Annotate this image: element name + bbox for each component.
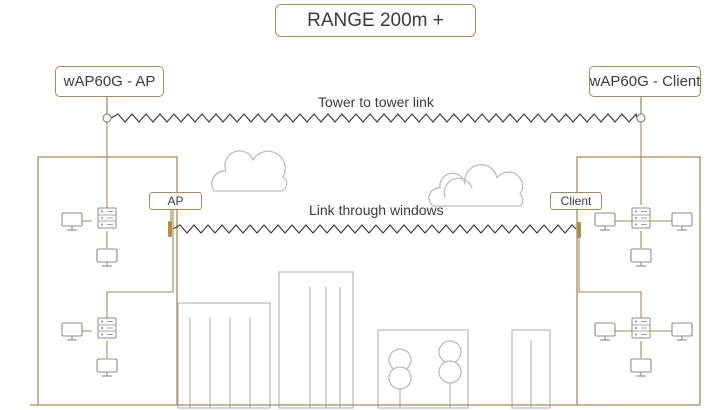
ap-unit-label: AP xyxy=(149,192,202,210)
building-left xyxy=(177,302,271,409)
client-device-label: wAP60G - Client xyxy=(589,66,701,97)
cloud-icon xyxy=(211,150,288,192)
monitor-icon xyxy=(594,212,616,231)
antenna-icon xyxy=(636,113,646,123)
monitor-icon xyxy=(630,358,652,377)
building-tall xyxy=(278,271,354,409)
cloud-icon xyxy=(428,164,524,207)
monitor-icon xyxy=(96,248,118,267)
window-link-label: Link through windows xyxy=(309,202,444,218)
monitor-icon xyxy=(671,212,693,231)
range-title: RANGE 200m + xyxy=(275,4,476,37)
tower-link xyxy=(102,97,646,123)
antenna-icon xyxy=(102,113,112,123)
monitor-icon xyxy=(61,322,83,341)
tower-link-label: Tower to tower link xyxy=(318,94,434,110)
monitor-icon xyxy=(61,212,83,231)
tree-icon xyxy=(388,340,462,408)
server-icon xyxy=(631,317,651,339)
client-unit-label: Client xyxy=(550,192,602,210)
building-client-side xyxy=(576,156,701,405)
monitor-icon xyxy=(594,322,616,341)
server-icon xyxy=(97,207,117,229)
window-link xyxy=(168,221,581,238)
antenna-icon xyxy=(168,221,172,237)
monitor-icon xyxy=(630,248,652,267)
client-wiring xyxy=(578,122,674,358)
monitor-icon xyxy=(671,322,693,341)
ap-device-label: wAP60G - AP xyxy=(55,66,164,97)
city-buildings xyxy=(177,271,551,409)
server-icon xyxy=(631,207,651,229)
monitor-icon xyxy=(96,358,118,377)
server-icon xyxy=(97,317,117,339)
